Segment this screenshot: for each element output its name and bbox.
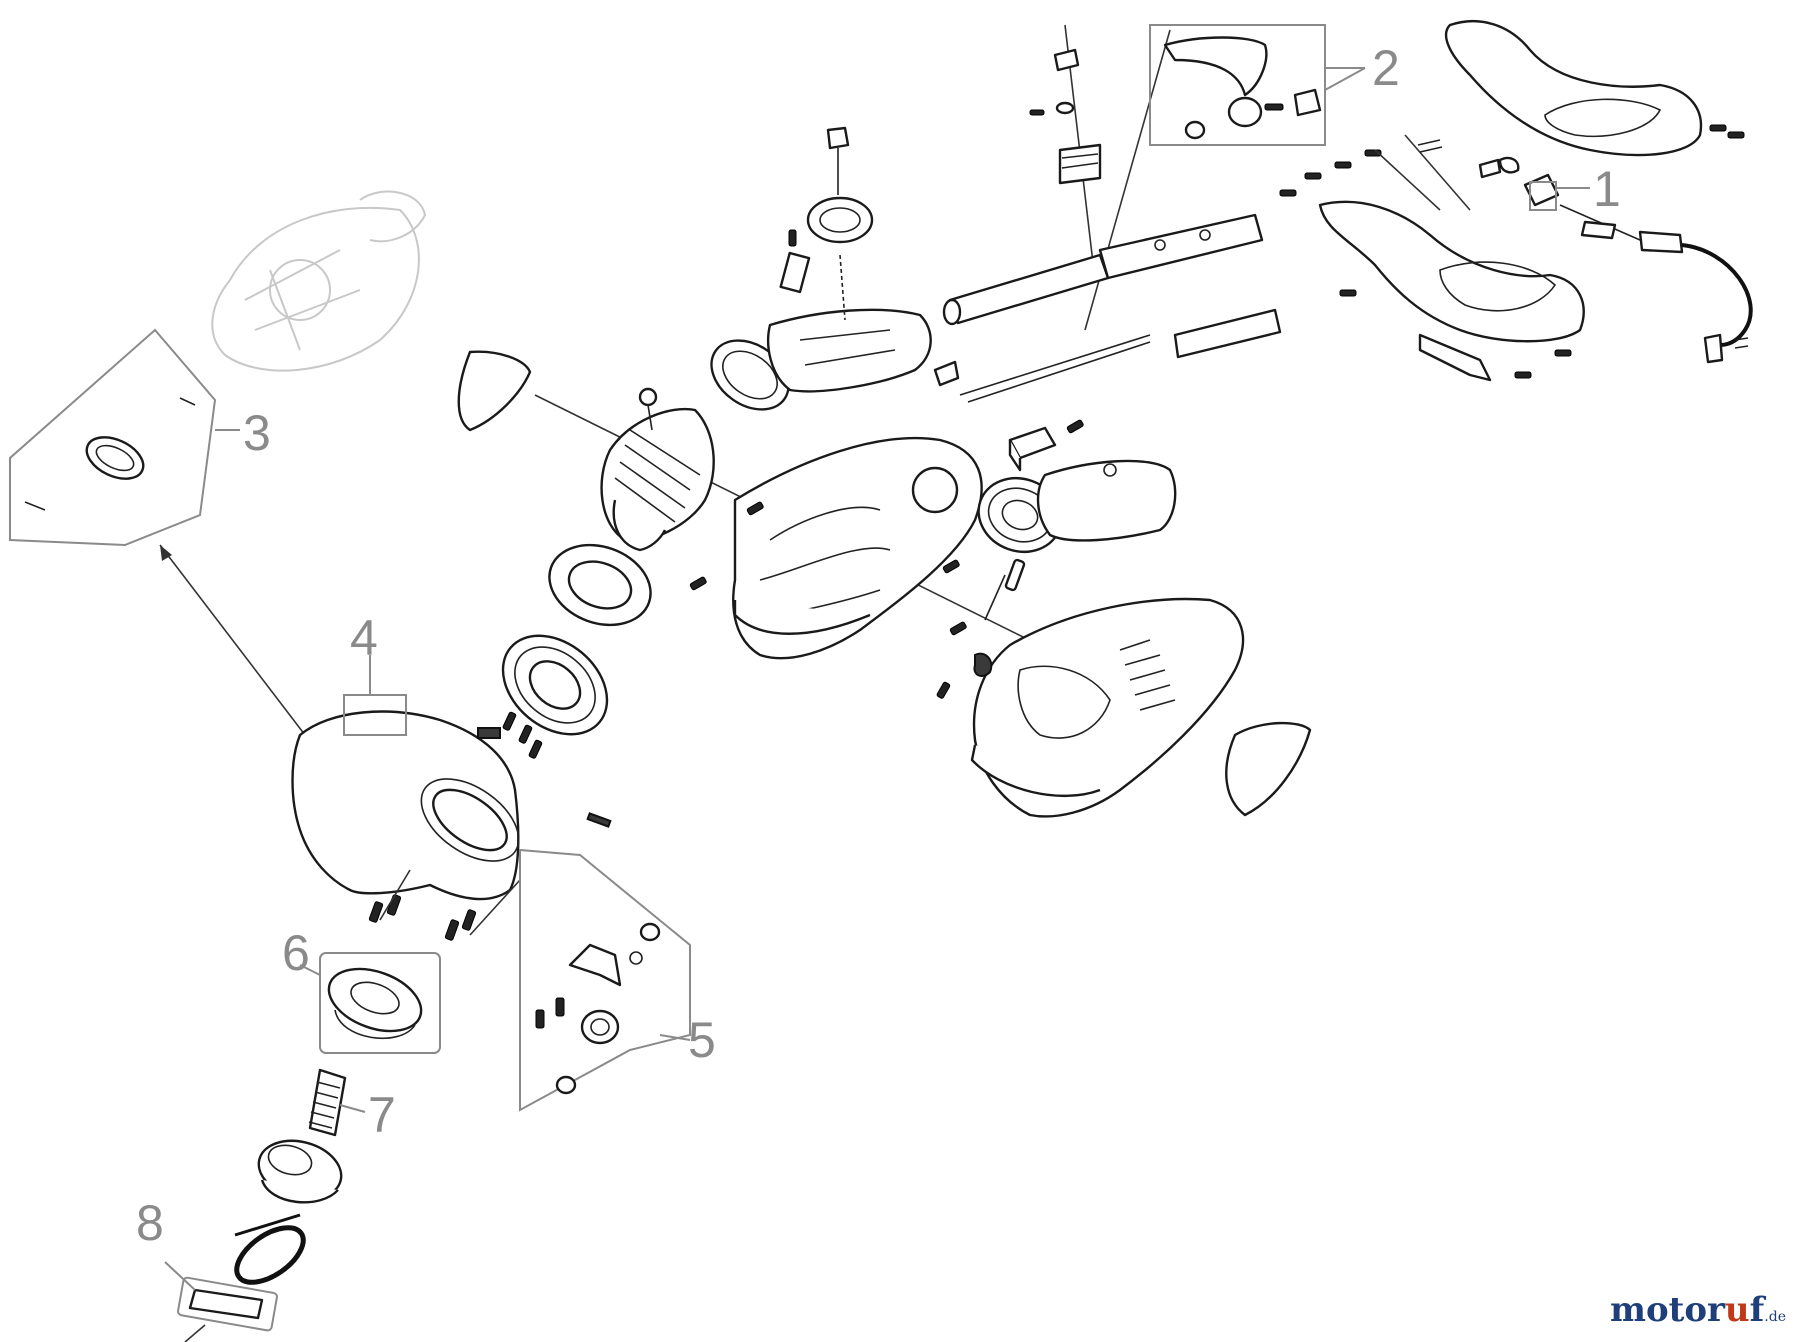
shaft-axis-line: [1084, 29, 1171, 331]
front-leaf-plate: [1225, 721, 1312, 817]
callout-3: 3: [243, 405, 271, 461]
callout-4: 4: [350, 610, 378, 666]
bracket-screw: [788, 229, 797, 247]
handle-guides: [1374, 134, 1471, 211]
callout-8-leader: [164, 1261, 196, 1291]
guard-arrow-line: [159, 544, 306, 736]
callout-5-leader: [659, 1034, 691, 1041]
clip-guide: [184, 1324, 206, 1342]
callout-7: 7: [368, 1087, 396, 1143]
callout-6-leader: [299, 964, 321, 976]
watermark-tld: .de: [1764, 1309, 1786, 1325]
callout-7-leader: [339, 1104, 366, 1113]
spool-housing: [327, 967, 423, 1040]
line-guard-ghost: [211, 190, 427, 372]
callout-2: 2: [1372, 40, 1400, 96]
housing-strip: [586, 812, 612, 828]
guard-arrow-head: [160, 545, 172, 561]
guard-clip: [179, 397, 196, 406]
power-cord-plug: [1559, 204, 1753, 364]
watermark-main: motor: [1609, 1290, 1725, 1330]
spool-spring: [308, 1068, 347, 1137]
group-5-box: [519, 848, 691, 1112]
housing-opening: [432, 788, 508, 852]
switch-assembly: [1417, 139, 1560, 211]
group-2-box: [1149, 24, 1326, 146]
callout-1: 1: [1593, 161, 1621, 217]
clamp-spring: [779, 251, 846, 321]
rear-handle-top-half: [1444, 20, 1745, 157]
middle-motor-housing: [732, 436, 983, 660]
auxiliary-handle: [1163, 36, 1322, 140]
watermark-accent: u: [1724, 1290, 1750, 1330]
bearing-plate: [501, 634, 609, 736]
line-spool-ring: [85, 436, 145, 480]
rear-leaf-plate: [457, 350, 532, 432]
lower-shaft-tube: [942, 213, 1264, 326]
group-1-box: [1529, 181, 1557, 211]
group-8-box: [177, 1276, 278, 1332]
lower-front-housing: [970, 597, 1245, 818]
housing-screws: [368, 894, 477, 941]
upper-bracket: [767, 308, 932, 393]
front-head-cover: [1036, 459, 1177, 542]
screw-guides: [379, 869, 521, 936]
pivot-knob: [1029, 48, 1102, 185]
motor-armature: [600, 387, 715, 552]
terminal-screw: [1066, 419, 1084, 434]
group-3-box: [9, 328, 217, 547]
line-clip: [188, 1288, 264, 1320]
spool-cap: [257, 1139, 343, 1204]
handle-screws: [1279, 149, 1572, 379]
cable-cover-strip: [1173, 308, 1282, 359]
bearing-ring: [548, 543, 652, 627]
shaft-clamp: [806, 126, 874, 244]
watermark-end: f: [1749, 1290, 1765, 1330]
rear-handle-bottom-half: [1318, 200, 1585, 382]
group-4-box: [343, 694, 407, 736]
switch-clip: [973, 558, 1026, 677]
middle-housing-screws: [689, 501, 967, 699]
callout-5: 5: [688, 1012, 716, 1068]
housing-flange: [420, 778, 520, 862]
blade-bracket: [535, 922, 661, 1095]
guard-blade: [24, 501, 46, 511]
internal-cable: [933, 334, 1151, 403]
motoruf-watermark: motoruf.de: [1610, 1290, 1786, 1330]
callout-2-leader-b: [1324, 67, 1366, 91]
group-6-box: [319, 952, 441, 1054]
terminal-block: [1008, 426, 1057, 472]
plate-screws: [502, 711, 543, 759]
callout-6: 6: [282, 925, 310, 981]
trimmer-line-coil: [234, 1213, 306, 1285]
callout-8: 8: [136, 1195, 164, 1251]
housing-latch: [477, 727, 501, 739]
